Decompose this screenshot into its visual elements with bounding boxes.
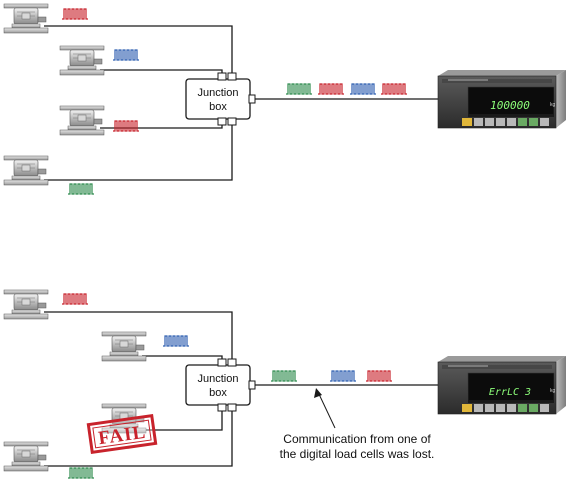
bottom-scene: Junction box FAIL ErrLC 3 kg: [3, 289, 566, 479]
top-unit-label: kg: [550, 102, 556, 108]
top-wires: [44, 25, 438, 181]
top-bus-pulse-3: [350, 83, 376, 95]
bottom-bus-pulse-1: [271, 370, 297, 382]
fail-stamp: FAIL: [86, 413, 158, 455]
top-cell-pulse-2: [113, 49, 139, 61]
bottom-cell-pulse-4: [68, 467, 94, 479]
caption-line-1: Communication from one of: [283, 432, 431, 446]
bottom-load-cell-1: [3, 289, 49, 320]
bottom-junction-box-label-2: box: [209, 387, 227, 399]
top-junction-box-label-1: Junction: [198, 87, 239, 99]
top-cell-pulse-1: [62, 8, 88, 20]
bottom-indicator: ErrLC 3 kg: [437, 355, 566, 415]
top-bus-pulse-2: [318, 83, 344, 95]
bottom-cell-pulse-1: [62, 293, 88, 305]
top-junction-box: Junction box: [185, 72, 256, 126]
top-cell-pulse-3: [113, 120, 139, 132]
bottom-bus-pulses: [271, 370, 392, 382]
bottom-unit-label: kg: [550, 388, 556, 394]
caption: Communication from one of the digital lo…: [247, 432, 467, 462]
bottom-load-cell-2: [101, 331, 147, 362]
top-bus-pulses: [286, 83, 407, 95]
top-load-cell-1: [3, 3, 49, 34]
top-bus-pulse-1: [286, 83, 312, 95]
top-junction-box-label-2: box: [209, 101, 227, 113]
top-cell-pulses: [62, 8, 139, 195]
top-load-cell-4: [3, 155, 49, 186]
top-bus-pulse-4: [381, 83, 407, 95]
bottom-wires: [44, 311, 438, 467]
bottom-display-value: ErrLC 3: [489, 387, 531, 398]
caption-arrow: [314, 388, 336, 429]
top-indicator: 100000 kg: [437, 69, 566, 129]
bottom-cell-pulses: [62, 293, 189, 479]
bottom-cell-pulse-2: [163, 335, 189, 347]
bottom-junction-box-label-1: Junction: [198, 373, 239, 385]
bottom-bus-pulse-2: [330, 370, 356, 382]
caption-line-2: the digital load cells was lost.: [279, 447, 435, 461]
top-load-cell-3: [59, 105, 105, 136]
top-cell-pulse-4: [68, 183, 94, 195]
top-display-value: 100000: [490, 99, 530, 112]
top-load-cell-2: [59, 45, 105, 76]
top-scene: Junction box 100000 kg: [3, 3, 566, 195]
bottom-junction-box: Junction box: [185, 358, 256, 412]
bottom-load-cell-4: [3, 441, 49, 472]
bottom-bus-pulse-3: [366, 370, 392, 382]
